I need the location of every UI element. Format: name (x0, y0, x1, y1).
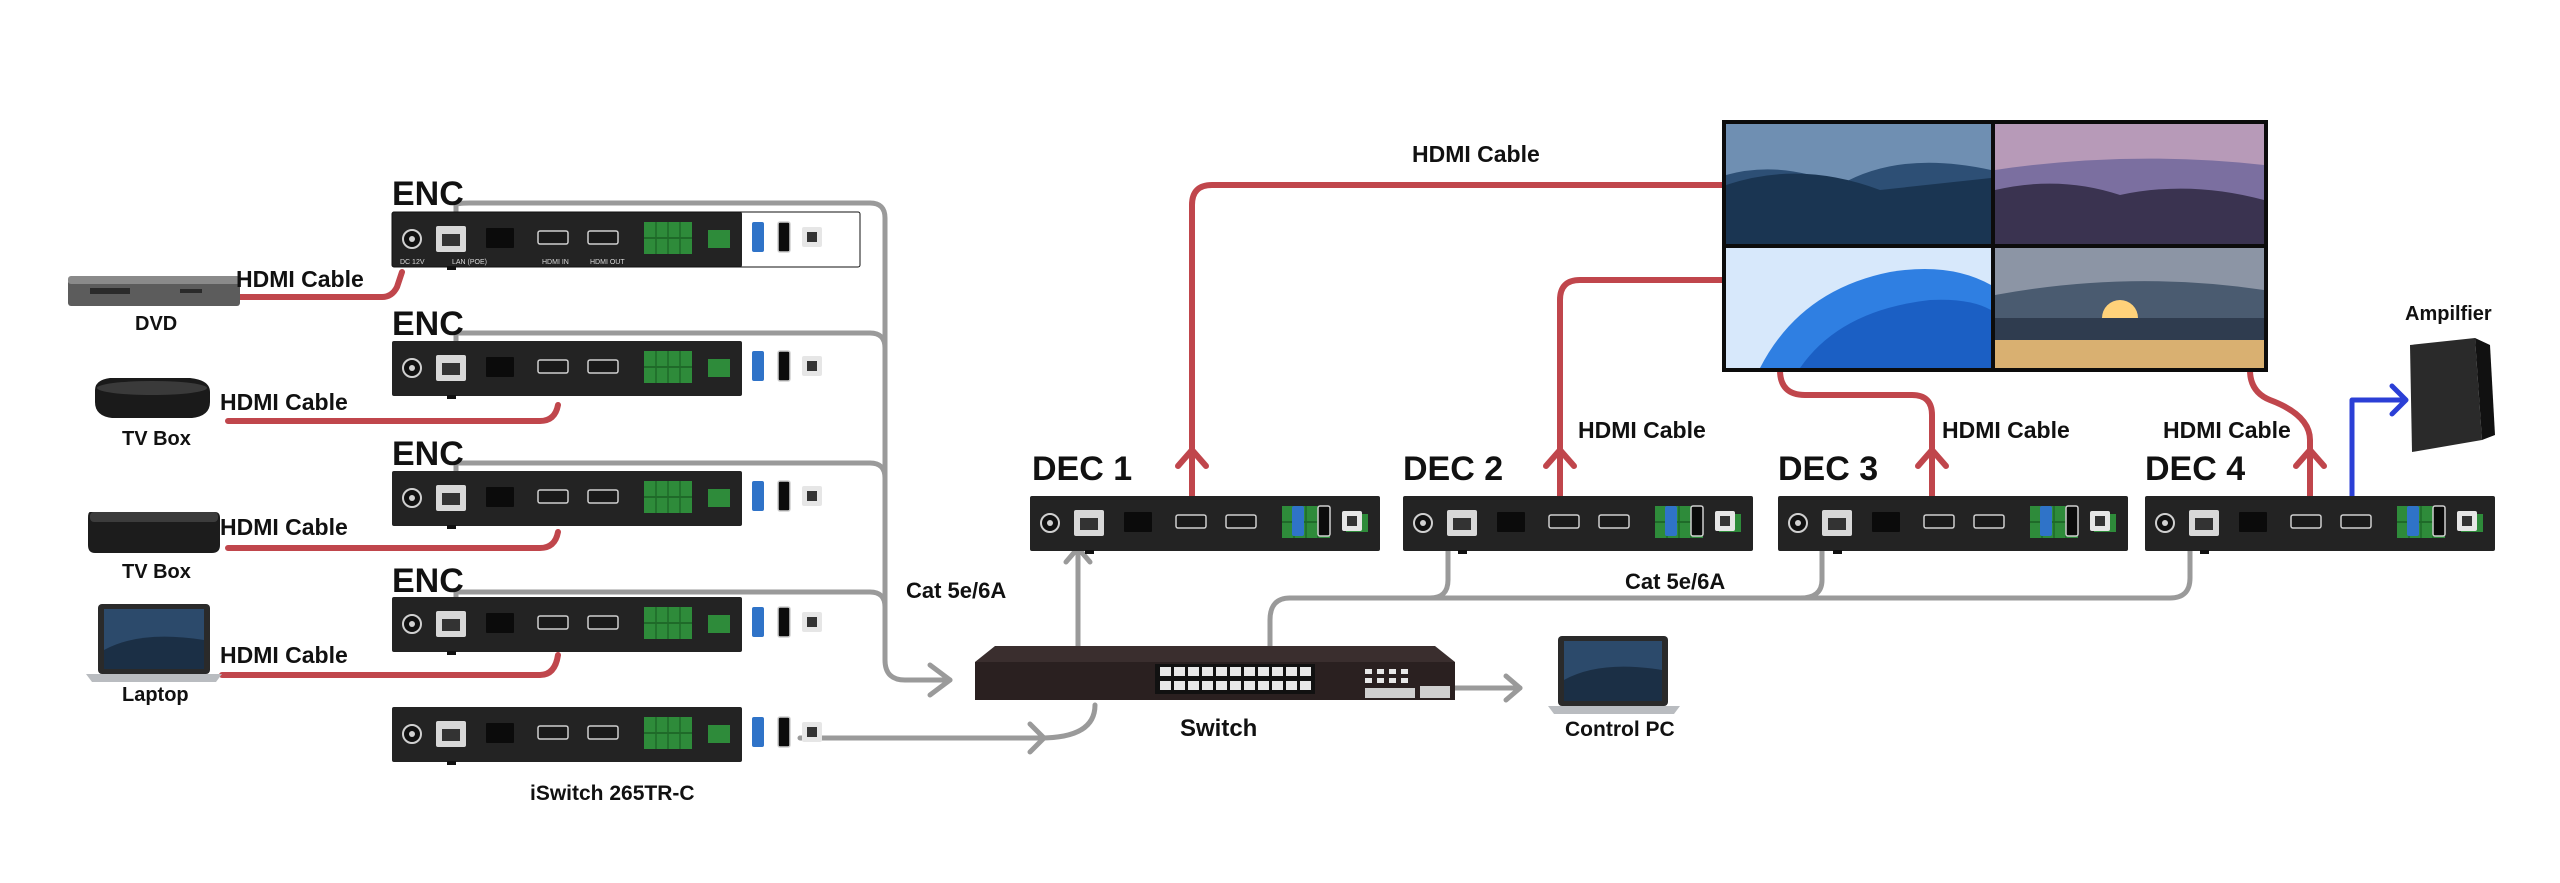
decoder-3-label: DEC 3 (1778, 450, 1878, 488)
audio-cable-amplifier (2349, 397, 2408, 523)
encoder-4-label: ENC (392, 562, 464, 600)
cat-cable-enc1 (453, 200, 953, 683)
tvbox-2-label: TV Box (122, 561, 191, 583)
encoder-2-label: ENC (392, 305, 464, 343)
hdmi-cable-dec2-arrow (1543, 447, 1577, 469)
cat-cable-iswitch (797, 702, 1098, 741)
decoder-1 (1029, 495, 1381, 555)
hdmi-cable-dvd-up (379, 269, 405, 300)
port-label-hdmi-out: HDMI OUT (590, 259, 625, 266)
hdmi-cable-dec3-up (1777, 367, 1935, 518)
tvbox-2-cable-label: HDMI Cable (220, 514, 348, 540)
hdmi-cable-laptop (219, 652, 561, 678)
iswitch-transceiver (391, 706, 823, 766)
hdmi-cable-tvbox1 (225, 402, 561, 424)
cat-cable-arrow1 (927, 662, 953, 698)
audio-cable-arrow (2389, 383, 2409, 417)
dvd-cable-label: HDMI Cable (236, 266, 364, 292)
video-wall (1722, 120, 2268, 372)
decoder-1-label: DEC 1 (1032, 450, 1132, 488)
hdmi-cable-dec2-up (1557, 277, 1728, 518)
cat-cable-dec3 (1797, 542, 1825, 601)
hdmi-cable-dec3-arrow (1915, 447, 1949, 469)
port-label-lan: LAN (POE) (452, 259, 487, 266)
cat-label-1: Cat 5e/6A (906, 578, 1006, 603)
top-hdmi-cable-label: HDMI Cable (1412, 141, 1540, 167)
decoder-3 (1777, 495, 2129, 555)
dvd-label: DVD (135, 313, 177, 335)
cat-cable-enc4 (453, 589, 888, 610)
network-switch (975, 646, 1455, 700)
decoder-2 (1402, 495, 1754, 555)
encoder-3-label: ENC (392, 435, 464, 473)
hdmi-cable-dec1-top (1189, 182, 1728, 518)
encoder-4 (391, 596, 823, 656)
control-pc-label: Control PC (1565, 718, 1675, 741)
tv-box-1-icon (95, 378, 210, 418)
decoder-2-label: DEC 2 (1403, 450, 1503, 488)
hdmi-cable-dec4-arrow (2293, 447, 2327, 469)
cat-cable-control-pc-arrow (1503, 673, 1523, 703)
dec3-hdmi-cable-label: HDMI Cable (1942, 417, 2070, 443)
cat-cable-arrow2 (1027, 721, 1047, 755)
port-label-hdmi-in: HDMI IN (542, 259, 569, 266)
dec4-hdmi-cable-label: HDMI Cable (2163, 417, 2291, 443)
cat-cable-enc2 (453, 330, 888, 355)
laptop-label: Laptop (122, 684, 189, 706)
iswitch-caption: iSwitch 265TR-C (530, 782, 695, 805)
dec2-hdmi-cable-label: HDMI Cable (1578, 417, 1706, 443)
cat-label-2: Cat 5e/6A (1625, 569, 1725, 594)
control-pc-laptop-icon (1548, 636, 1680, 714)
hdmi-cable-dec4-up (2247, 367, 2313, 518)
tvbox-1-cable-label: HDMI Cable (220, 389, 348, 415)
laptop-cable-label: HDMI Cable (220, 642, 348, 668)
cat-cable-dec-bus (1267, 542, 2193, 655)
tv-box-2-icon (88, 512, 220, 553)
port-label-dc: DC 12V (400, 259, 425, 266)
switch-label: Switch (1180, 715, 1257, 742)
tvbox-1-label: TV Box (122, 428, 191, 450)
hdmi-cable-tvbox2 (225, 529, 561, 551)
encoder-1-label: ENC (392, 175, 464, 213)
encoder-2 (391, 340, 823, 400)
encoder-3 (391, 470, 823, 530)
amplifier-label: Ampilfier (2405, 303, 2492, 325)
decoder-4-label: DEC 4 (2145, 450, 2245, 488)
laptop-icon (86, 604, 222, 682)
hdmi-cable-dec1-arrow (1175, 447, 1209, 469)
cat-cable-enc3 (453, 460, 888, 485)
decoder-4 (2144, 495, 2496, 555)
dvd-player-icon (68, 276, 240, 306)
amplifier-speaker-icon (2410, 338, 2495, 452)
cat-cable-dec2 (1287, 542, 1451, 601)
encoder-1: DC 12V LAN (POE) HDMI IN HDMI OUT (391, 211, 861, 271)
